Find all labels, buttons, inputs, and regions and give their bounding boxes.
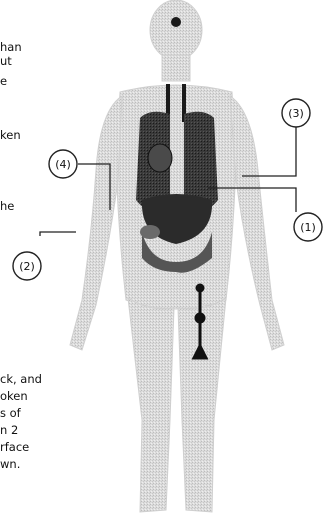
brain-marker-dot <box>171 17 181 27</box>
body-silhouette <box>70 0 284 512</box>
marker-2-circle: (2) <box>13 252 41 280</box>
marker-1-label: (1) <box>300 221 316 234</box>
marker-4-circle: (4) <box>49 150 77 178</box>
marker-1-circle: (1) <box>294 213 322 241</box>
marker-2-label: (2) <box>19 260 35 273</box>
marker-3-label: (3) <box>288 107 304 120</box>
marker-3-circle: (3) <box>282 99 310 127</box>
marker-4-label: (4) <box>55 158 71 171</box>
